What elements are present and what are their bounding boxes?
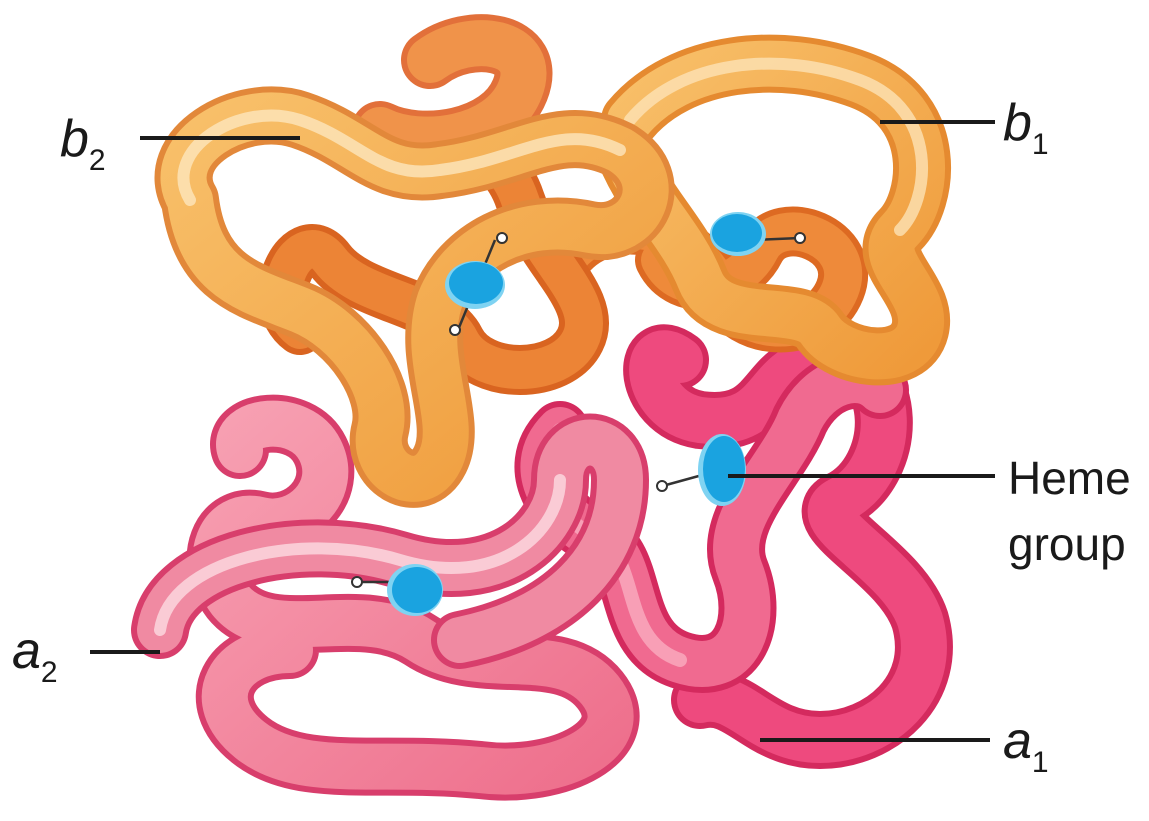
label-heme-line1: Heme — [1008, 452, 1131, 504]
label-a2: a2 — [12, 622, 58, 689]
label-heme-line2: group — [1008, 518, 1126, 570]
label-a1: a1 — [1003, 712, 1049, 779]
label-b1: b1 — [1003, 94, 1049, 161]
label-b2: b2 — [60, 110, 106, 177]
